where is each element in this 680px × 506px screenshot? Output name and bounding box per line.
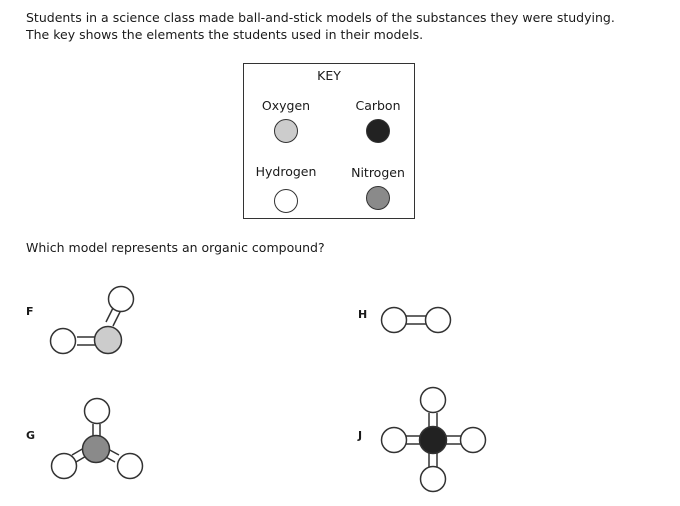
key-label-carbon: Carbon [355, 98, 401, 113]
atom-j-hydrogen-right [459, 426, 487, 454]
atom-g-hydrogen-left [50, 452, 78, 480]
atom-g-nitrogen [81, 434, 111, 464]
model-j[interactable] [380, 386, 487, 493]
option-g-letter[interactable]: G [26, 429, 36, 442]
option-f-letter[interactable]: F [26, 305, 34, 318]
bond-j-top [428, 413, 438, 427]
atom-f-hydrogen-top [107, 285, 135, 313]
key-title: KEY [317, 68, 341, 83]
atom-g-hydrogen-top [83, 397, 111, 425]
atom-f-oxygen [93, 325, 123, 355]
key-swatch-nitrogen [366, 186, 390, 210]
key-label-nitrogen: Nitrogen [351, 165, 405, 180]
atom-h-hydrogen-right [424, 306, 452, 334]
atom-j-hydrogen-bottom [419, 465, 447, 493]
model-g[interactable] [50, 397, 144, 480]
model-h[interactable] [380, 306, 452, 334]
bond-j-right [446, 435, 461, 445]
key-label-oxygen: Oxygen [261, 98, 311, 113]
key-swatch-carbon [366, 119, 390, 143]
atom-j-hydrogen-top [419, 386, 447, 414]
intro-line-2: The key shows the elements the students … [26, 27, 424, 42]
intro-line-1: Students in a science class made ball-an… [26, 10, 615, 25]
atom-f-hydrogen-left [49, 327, 77, 355]
option-j-letter[interactable]: J [358, 429, 363, 442]
atom-h-hydrogen-left [380, 306, 408, 334]
bond-j-left [406, 435, 420, 445]
atom-j-carbon [418, 425, 448, 455]
key-swatch-hydrogen [274, 189, 298, 213]
key-swatch-oxygen [274, 119, 298, 143]
question-text: Which model represents an organic compou… [26, 240, 325, 255]
option-h-letter[interactable]: H [358, 308, 368, 321]
bond-f-1 [77, 336, 97, 346]
intro-text: Students in a science class made ball-an… [26, 9, 615, 43]
bond-g-1 [92, 424, 101, 436]
bond-h-1 [406, 315, 426, 325]
key-label-hydrogen: Hydrogen [255, 164, 317, 179]
model-f[interactable] [49, 285, 135, 355]
atom-g-hydrogen-right [116, 452, 144, 480]
element-key: KEY Oxygen Carbon Hydrogen Nitrogen [243, 63, 415, 219]
bond-j-bottom [428, 453, 438, 467]
atom-j-hydrogen-left [380, 426, 408, 454]
